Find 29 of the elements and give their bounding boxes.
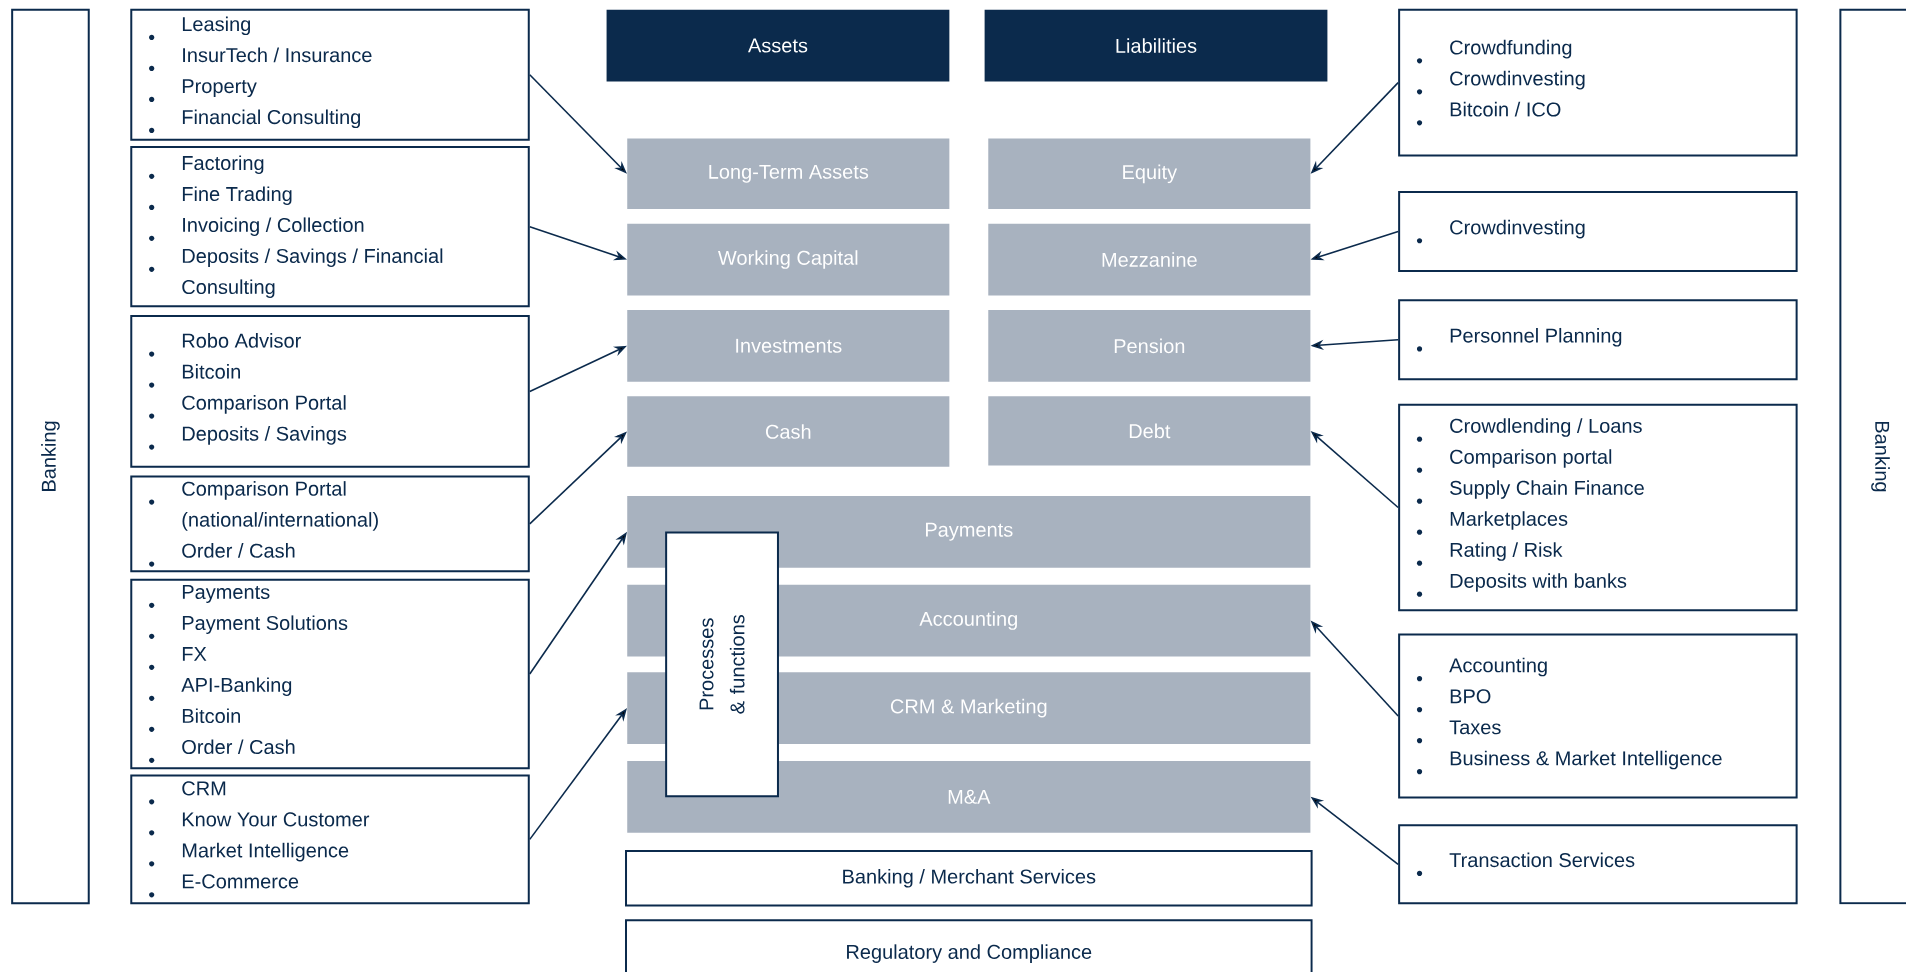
bullet-list-box: Factoring Fine Trading Invoicing / Collection Deposits / Savings / Financial Consulting [130, 146, 530, 308]
bullet-list-box: Payments Payment Solutions FX API-Banking Bitcoin Order / Cash [130, 578, 530, 770]
category-box: Mezzanine [988, 223, 1311, 296]
bullet-list-box: Comparison Portal (national/international) Order / Cash [130, 475, 530, 573]
category-box: Cash [627, 396, 950, 467]
bullet-list-box: Crowdinvesting [1398, 191, 1798, 273]
category-box: Investments [627, 309, 950, 382]
category-box: Working Capital [627, 223, 950, 296]
bullet-list-box: Crowdlending / Loans Comparison portal Supply Chain Finance Marketplaces Rating / Risk Deposits with banks [1398, 403, 1798, 612]
header-box: Liabilities [984, 9, 1328, 82]
bullet-list-box: Leasing InsurTech / Insurance Property Financial Consulting [130, 8, 530, 141]
category-box: Long-Term Assets [627, 138, 950, 210]
header-box: Assets [606, 9, 950, 82]
bullet-list-box: Crowdfunding Crowdinvesting Bitcoin / ICO [1398, 8, 1798, 157]
outlined-box: Regulatory and Compliance [625, 919, 1313, 972]
category-box: Payments [627, 495, 1311, 568]
category-box: Equity [988, 138, 1311, 210]
outlined-box: Banking / Merchant Services [625, 849, 1313, 907]
bullet-list-box: CRM Know Your Customer Market Intelligence E-Commerce [130, 774, 530, 905]
bullet-list-box: Transaction Services [1398, 824, 1798, 905]
category-box: M&A [627, 760, 1311, 833]
category-box: Debt [988, 396, 1311, 466]
category-box: Pension [988, 309, 1311, 382]
side-band: Banking [11, 8, 90, 905]
bullet-list-box: Robo Advisor Bitcoin Comparison Portal Deposits / Savings [130, 315, 530, 468]
vertical-label-box: Processes & functions [665, 531, 779, 798]
bullet-list-box: Personnel Planning [1398, 299, 1798, 381]
bullet-list-box: Accounting BPO Taxes Business & Market Intelligence [1398, 633, 1798, 799]
side-band: Banking [1839, 8, 1906, 905]
